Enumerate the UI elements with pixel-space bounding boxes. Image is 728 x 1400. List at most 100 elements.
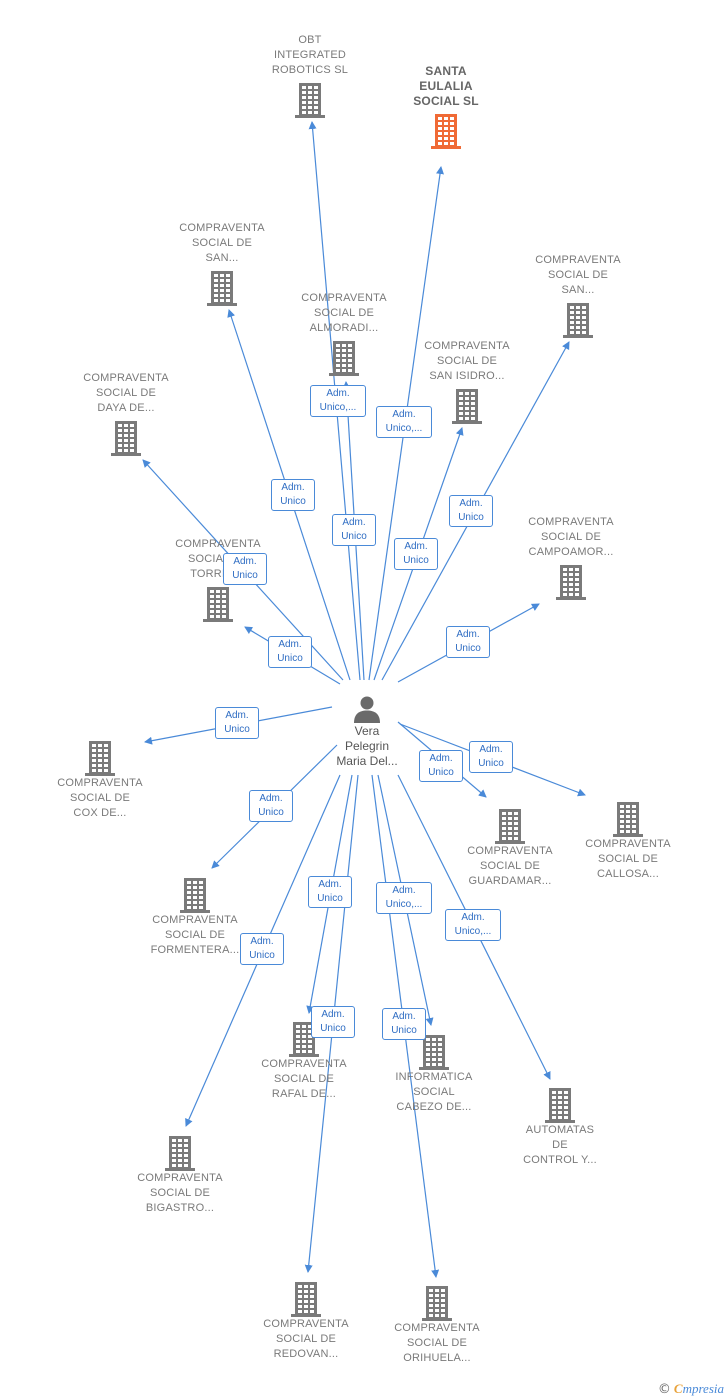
edge-label-cs-daya[interactable]: Adm.Unico: [223, 553, 267, 585]
company-name-line: ORIHUELA...: [403, 1352, 471, 1364]
edge-label-cs-rafal[interactable]: Adm.Unico: [308, 876, 352, 908]
brand-name-initial: C: [673, 1381, 683, 1396]
company-name-line: DAYA DE...: [97, 402, 155, 414]
edge-label-line: Adm.: [225, 710, 249, 721]
building-icon: [295, 83, 325, 118]
edge-label-line: Adm.: [459, 498, 483, 509]
company-name-line: SOCIAL DE: [273, 1073, 335, 1085]
edge-label-cs-campoamor[interactable]: Adm.Unico: [446, 626, 490, 658]
building-icon: [289, 1022, 319, 1057]
edge-label-cs-orihuela[interactable]: Adm.Unico: [382, 1008, 426, 1040]
building-icon: [563, 303, 593, 338]
edge-label-line: Adm.: [250, 936, 274, 947]
company-name-line: SOCIAL DE: [164, 929, 226, 941]
company-name-line: COMPRAVENTA: [137, 1172, 223, 1184]
edge-label-line: Adm.: [392, 409, 416, 420]
company-name-line: SOCIAL DE: [275, 1333, 337, 1345]
company-name-line: SOCIAL: [413, 1086, 455, 1098]
company-name-line: AUTOMATAS: [525, 1124, 595, 1136]
edge-label-cs-cox[interactable]: Adm. Unico: [215, 707, 259, 739]
edge-label-cs-redovan[interactable]: Adm.Unico: [311, 1006, 355, 1038]
edge-label-line: Adm.: [281, 482, 305, 493]
building-icon: [203, 587, 233, 622]
company-name-line: FORMENTERA...: [150, 944, 240, 956]
building-icon: [422, 1286, 452, 1321]
edge-label-line: Adm.: [259, 793, 283, 804]
edge-label-cs-callosa[interactable]: Adm.Unico: [469, 741, 513, 773]
company-name-line: COMPRAVENTA: [467, 845, 553, 857]
brand-name: Cmpresia: [674, 1381, 724, 1396]
company-name-line: ROBOTICS SL: [271, 64, 349, 76]
company-name-line: SOCIAL DE: [406, 1337, 468, 1349]
company-name-line: SAN...: [561, 284, 595, 296]
company-name-line: CONTROL Y...: [523, 1154, 597, 1166]
company-name-line: COMPRAVENTA: [57, 777, 143, 789]
edge-label-cs-almoradi[interactable]: Adm.Unico: [332, 514, 376, 546]
company-name-line: SAN...: [205, 252, 239, 264]
company-node-cs-campoamor[interactable]: COMPRAVENTA SOCIAL DE CAMPOAMOR...: [516, 515, 626, 600]
edge-label-line: Unico: [428, 767, 454, 778]
edge-label-informatica[interactable]: Adm.Unico,...: [376, 882, 432, 914]
edge-label-line: Unico: [391, 1025, 417, 1036]
company-name-line: OBT: [298, 34, 322, 46]
edge-label-line: Unico: [341, 531, 367, 542]
edge-label-line: Unico: [258, 807, 284, 818]
company-name-line: EULALIA: [419, 79, 473, 93]
edge-label-line: Adm.: [278, 639, 302, 650]
company-name-line: COMPRAVENTA: [528, 516, 614, 528]
company-name-line: SOCIAL DE: [149, 1187, 211, 1199]
brand-name-rest: mpresia: [682, 1381, 724, 1396]
edge-label-santa-eulalia[interactable]: Adm.Unico,...: [376, 406, 432, 438]
edge-label-line: Unico,...: [454, 926, 492, 937]
edge-label-line: Adm.: [456, 629, 480, 640]
edge-label-cs-san-isidro[interactable]: Adm. Unico: [394, 538, 438, 570]
building-icon: [207, 271, 237, 306]
company-name-line: COMPRAVENTA: [424, 340, 510, 352]
company-name-line: SOCIAL DE: [547, 269, 609, 281]
company-name-line: COMPRAVENTA: [179, 222, 265, 234]
company-name-line: SOCIAL DE: [540, 531, 602, 543]
edge-label-line: Adm.: [404, 541, 428, 552]
edge-label-line: Adm.: [392, 885, 416, 896]
edge-label-cs-torrev[interactable]: Adm.Unico: [268, 636, 312, 668]
person-icon: [354, 696, 380, 723]
brand-watermark: ©Cmpresia: [658, 1381, 724, 1397]
edge-label-line: Unico: [403, 555, 429, 566]
building-icon: [495, 809, 525, 844]
edge-label-line: Adm.: [321, 1009, 345, 1020]
edge-label-cs-formentera[interactable]: Adm. Unico: [249, 790, 293, 822]
building-icon: [556, 565, 586, 600]
building-icon: [613, 802, 643, 837]
edge-label-cs-san-2[interactable]: Adm.Unico: [449, 495, 493, 527]
company-name-line: SOCIAL DE: [436, 355, 498, 367]
edge-label-obt[interactable]: Adm.Unico,...: [310, 385, 366, 417]
edge-label-line: Adm.: [461, 912, 485, 923]
edge-label-cs-san-1[interactable]: Adm.Unico: [271, 479, 315, 511]
center-person-node[interactable]: Vera Pelegrin Maria Del...: [322, 694, 412, 769]
edge-label-line: Unico: [224, 724, 250, 735]
edge-label-cs-bigastro[interactable]: Adm.Unico: [240, 933, 284, 965]
edge-label-cs-guardamar[interactable]: Adm.Unico: [419, 750, 463, 782]
edge-label-automatas[interactable]: Adm. Unico,...: [445, 909, 501, 941]
company-name-line: CAMPOAMOR...: [528, 546, 614, 558]
building-icon: [291, 1282, 321, 1317]
company-name-line: REDOVAN...: [273, 1348, 339, 1360]
person-name-line-2: Pelegrin: [344, 739, 390, 753]
